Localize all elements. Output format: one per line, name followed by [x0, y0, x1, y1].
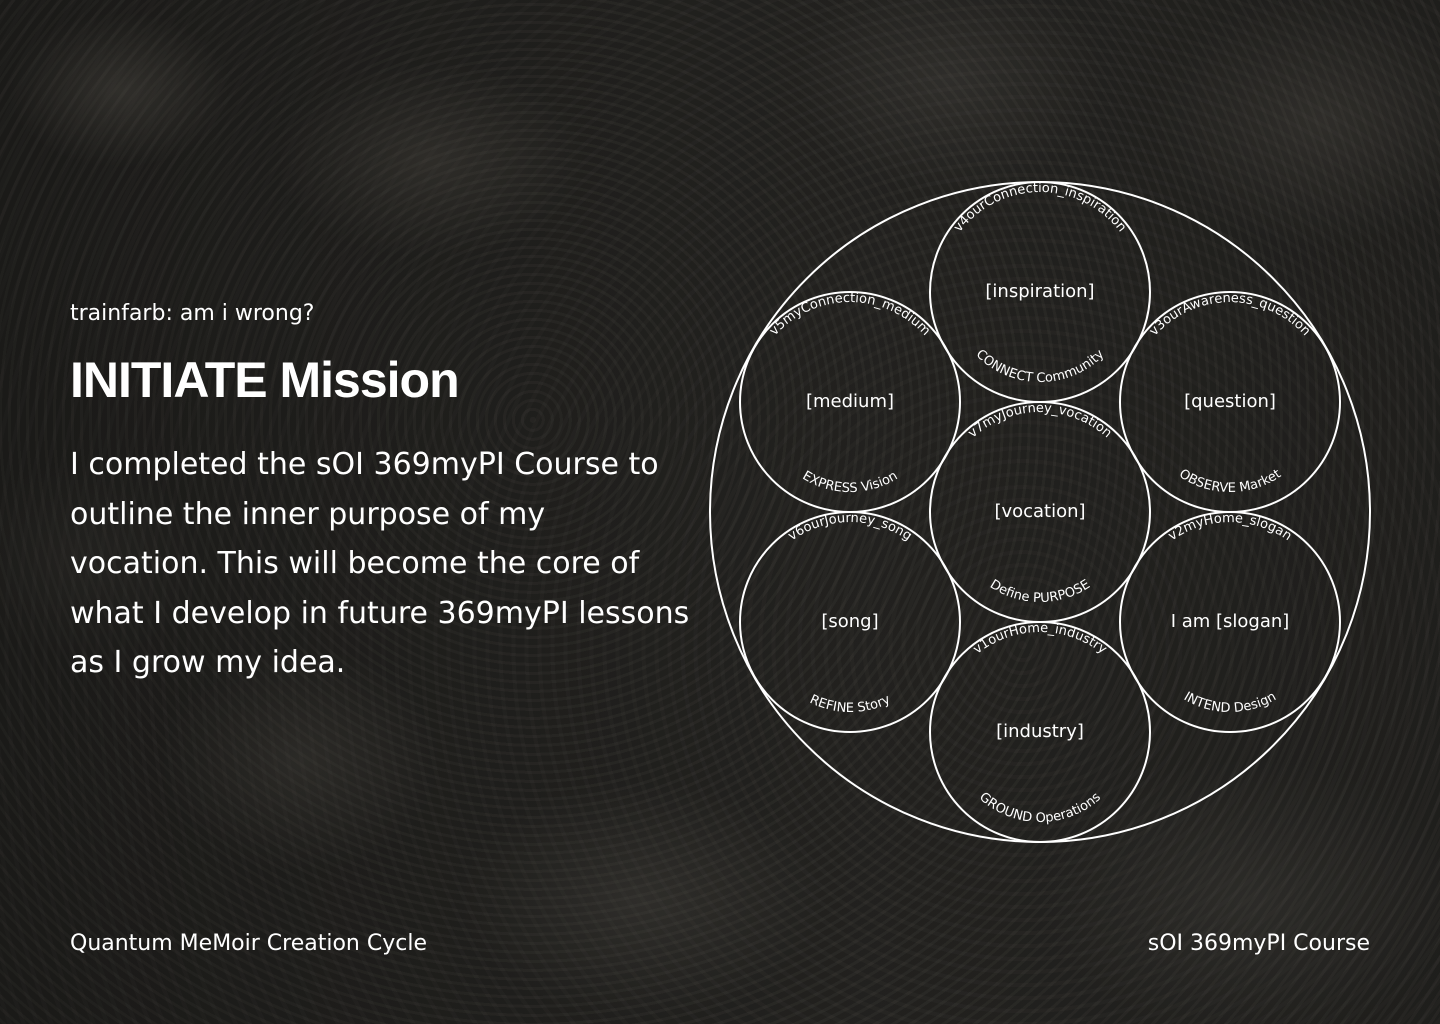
- circle-bottom-arc-question: OBSERVE Market: [1176, 467, 1284, 497]
- circle-label-slogan: I am [slogan]: [1171, 611, 1290, 632]
- footer-course-name: sOI 369myPI Course: [1147, 931, 1370, 956]
- circle-label-song: [song]: [821, 611, 878, 632]
- mission-text-block: trainfarb: am i wrong? INITIATE Mission …: [70, 298, 690, 688]
- circle-bottom-arc-inspiration: CONNECT Community: [973, 347, 1108, 386]
- circle-top-arc-vocation: v7myJourney_vocation: [965, 401, 1114, 441]
- circle-bottom-arc-medium: EXPRESS Vision: [800, 469, 901, 497]
- circle-bottom-arc-vocation: Define PURPOSE: [987, 577, 1093, 606]
- circle-slogan: [1119, 511, 1341, 733]
- circle-top-arc-industry: v1ourHome_industry: [971, 621, 1110, 658]
- footer-cycle-name: Quantum MeMoir Creation Cycle: [70, 931, 427, 956]
- circle-top-arc-question: v3ourAwareness_question: [1147, 291, 1314, 339]
- circle-industry: [929, 621, 1151, 843]
- circle-label-industry: [industry]: [996, 721, 1084, 742]
- mission-description: I completed the sOI 369myPI Course to ou…: [70, 447, 690, 680]
- circle-top-arc-song: v6ourJourney_song: [786, 511, 915, 544]
- circle-label-vocation: [vocation]: [994, 501, 1085, 522]
- circle-top-arc-medium: v5myConnection_medium: [767, 291, 933, 339]
- circle-song: [739, 511, 961, 733]
- circle-label-medium: [medium]: [806, 391, 894, 412]
- circle-label-inspiration: [inspiration]: [985, 281, 1094, 302]
- circle-bottom-arc-song: REFINE Story: [807, 692, 893, 716]
- circle-top-arc-slogan: v2myHome_slogan: [1166, 511, 1295, 544]
- page-title: INITIATE Mission: [70, 352, 460, 408]
- author-caption: trainfarb: am i wrong?: [70, 301, 315, 326]
- circle-bottom-arc-industry: GROUND Operations: [976, 790, 1104, 826]
- circle-label-question: [question]: [1184, 391, 1276, 412]
- inner-circles: [inspiration] v4ourConnection_inspiration…: [739, 181, 1341, 843]
- circle-bottom-arc-slogan: INTEND Design: [1181, 689, 1279, 716]
- circle-top-arc-inspiration: v4ourConnection_inspiration: [951, 181, 1129, 235]
